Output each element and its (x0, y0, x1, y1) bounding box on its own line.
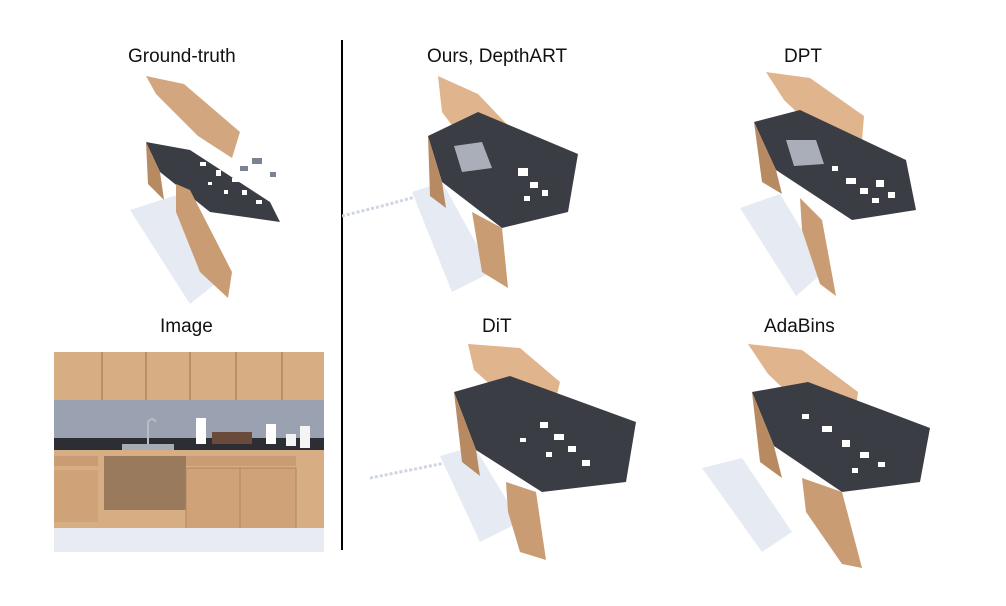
label-dit: DiT (482, 316, 512, 337)
column-divider (341, 40, 343, 550)
ours-depthart-pointcloud (342, 72, 582, 294)
label-ground-truth: Ground-truth (128, 46, 236, 67)
input-image (54, 352, 324, 552)
label-image: Image (160, 316, 213, 337)
ground-truth-pointcloud (120, 72, 320, 304)
adabins-pointcloud (702, 342, 934, 572)
dit-pointcloud (370, 342, 642, 564)
label-ours-depthart: Ours, DepthART (427, 46, 568, 67)
label-adabins: AdaBins (764, 316, 835, 337)
dpt-pointcloud (736, 70, 926, 302)
label-dpt: DPT (784, 46, 822, 67)
